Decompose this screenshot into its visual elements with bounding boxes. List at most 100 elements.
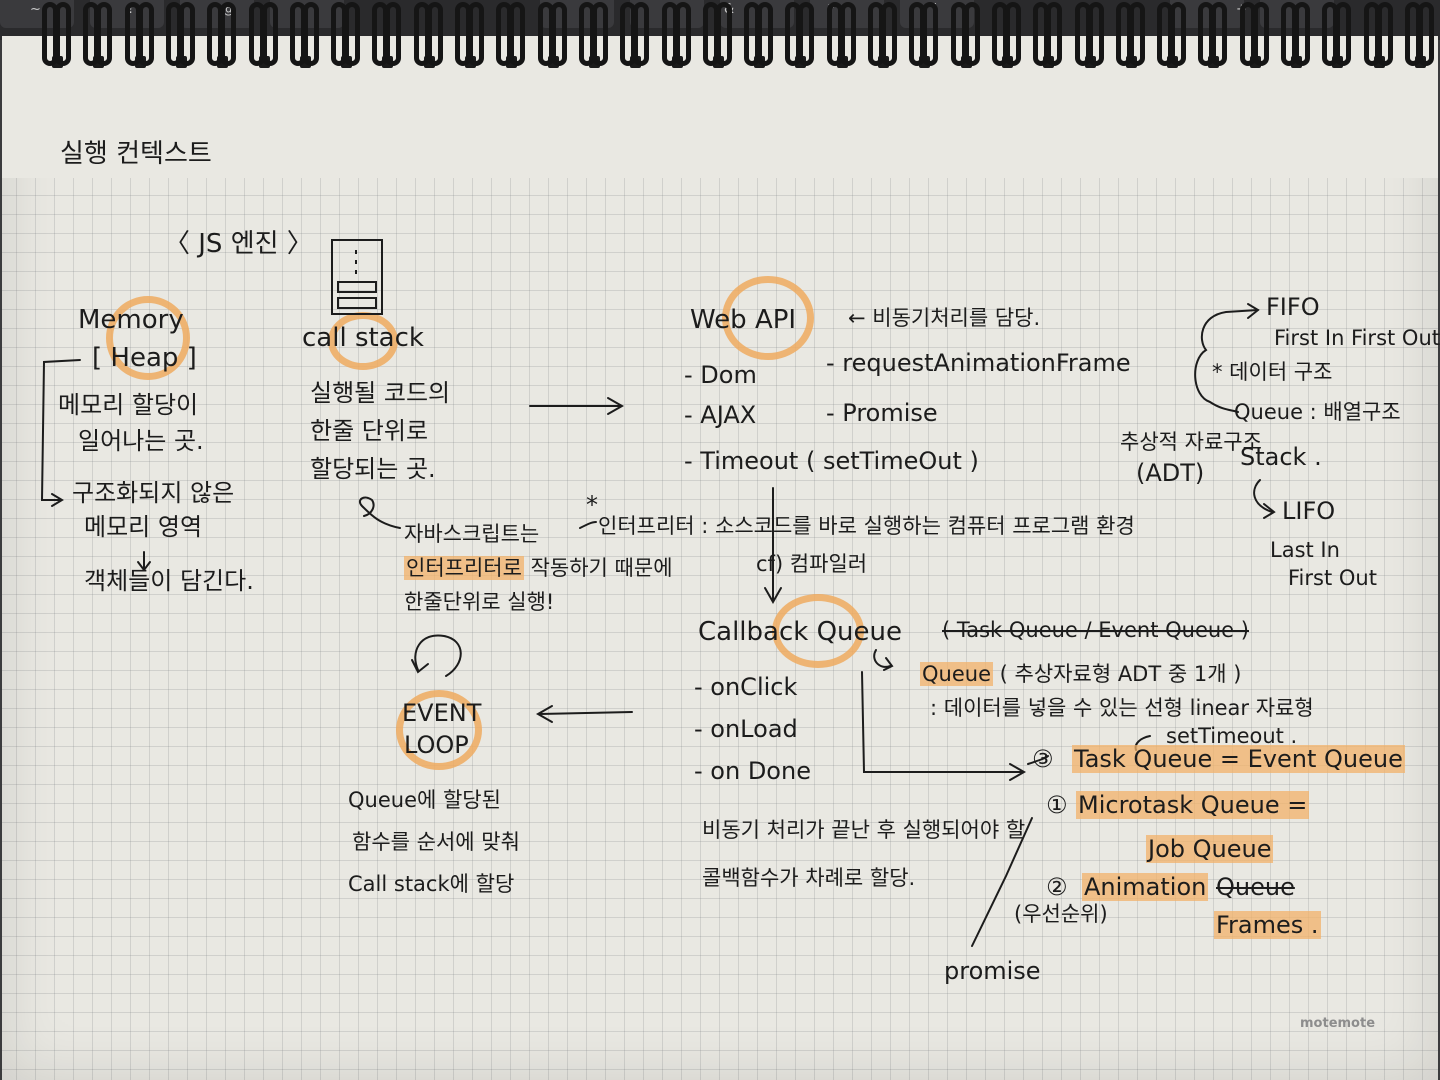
- animation-line: Animation Queue: [1082, 873, 1295, 902]
- event-loop-desc-line: Call stack에 할당: [348, 872, 515, 896]
- memory-title: Memory: [78, 305, 184, 335]
- task-queue-label: Task Queue = Event Queue: [1072, 745, 1405, 773]
- fifo-label: FIFO: [1266, 293, 1320, 321]
- arrow-stack-lifo: [1253, 479, 1276, 519]
- web-api-item: - Timeout ( setTimeOut ): [684, 447, 979, 475]
- spiral-ring: [1417, 2, 1434, 66]
- event-loop-desc-line: Queue에 할당된: [348, 788, 501, 812]
- notebook-page: [2, 36, 1438, 1080]
- memory-desc2-line: 구조화되지 않은: [72, 479, 235, 507]
- spiral-ring: [839, 2, 856, 66]
- priority-note: (우선순위): [1014, 902, 1108, 926]
- lifo-label: LIFO: [1282, 497, 1336, 525]
- arrow-queue-to-eventloop: [535, 705, 633, 723]
- interpreter-note-line: 한줄단위로 실행!: [404, 590, 555, 614]
- key-glyph: ~: [30, 2, 41, 17]
- spiral-ring: [509, 2, 526, 66]
- callback-bottom-note: 콜백함수가 차례로 할당.: [702, 866, 916, 890]
- fifo-full: First In First Out: [1274, 326, 1440, 350]
- memory-desc-line: 메모리 할당이: [58, 391, 199, 419]
- interpreter-highlight: 인터프리터로: [404, 556, 524, 580]
- spiral-ring: [137, 2, 154, 66]
- memory-desc3: 객체들이 담긴다.: [84, 567, 254, 595]
- interpreter-definition: 인터프리터 : 소스코드를 바로 실행하는 컴퓨터 프로그램 환경: [598, 514, 1135, 538]
- web-api-item: - AJAX: [684, 401, 757, 429]
- interpreter-note-line2: 인터프리터로 작동하기 때문에: [404, 556, 673, 580]
- spiral-ring: [550, 2, 567, 66]
- bracket-memory: [40, 359, 81, 507]
- spiral-ring: [1294, 2, 1310, 66]
- spiral-ring: [1004, 2, 1021, 66]
- job-queue-line: Job Queue: [1146, 835, 1274, 864]
- highlight-circle: [396, 690, 482, 770]
- spiral-ring: [178, 2, 195, 66]
- callback-bottom-note: 비동기 처리가 끝난 후 실행되어야 할: [702, 818, 1026, 842]
- spiral-ring: [1335, 2, 1352, 66]
- spiral-ring: [220, 2, 237, 66]
- spiral-ring: [1128, 2, 1145, 66]
- queue-note-highlight: Queue: [920, 662, 993, 686]
- interpreter-note-line: 자바스크립트는: [404, 522, 540, 546]
- event-loop-title: EVENT: [402, 699, 482, 727]
- highlight-circle: [106, 296, 190, 380]
- job-queue-label: Job Queue: [1146, 835, 1274, 863]
- spiral-ring: [261, 2, 278, 66]
- arrow-interpreter-note: [358, 496, 401, 529]
- queue-desc: : 데이터를 넣을 수 있는 선형 linear 자료형: [930, 696, 1314, 720]
- spiral-ring: [591, 2, 608, 66]
- web-api-item: - Promise: [826, 399, 938, 427]
- lifo-full-line: First Out: [1288, 566, 1377, 590]
- settimeout-note: setTimeout .: [1166, 724, 1298, 748]
- spiral-ring: [674, 2, 691, 66]
- spiral-ring: [1046, 2, 1063, 66]
- callback-item: - onLoad: [694, 715, 798, 743]
- call-stack-desc-line: 실행될 코드의: [310, 379, 451, 407]
- web-api-title: Web API: [690, 305, 797, 335]
- arrow-callstack-to-webapi: [529, 397, 625, 415]
- callback-item: - onClick: [694, 673, 798, 701]
- spiral-ring: [633, 2, 650, 66]
- spiral-ring: [1376, 2, 1393, 66]
- arrow-queue-to-taskqueue: [861, 671, 1027, 781]
- spiral-ring: [798, 2, 815, 66]
- queue-note-line: Queue ( 추상자료형 ADT 중 1개 ): [920, 662, 1241, 686]
- adt-abbrev: (ADT): [1136, 459, 1205, 487]
- spiral-ring: [96, 2, 113, 66]
- spiral-ring: [1170, 2, 1187, 66]
- spiral-ring: [468, 2, 484, 66]
- watermark: motemote: [1300, 1016, 1376, 1031]
- bracket-fifo: [1194, 309, 1259, 413]
- callback-item: - on Done: [694, 757, 811, 785]
- call-stack-desc-line: 한줄 단위로: [310, 417, 429, 445]
- stack-label: Stack .: [1240, 443, 1322, 471]
- arrow-memory-down: [137, 551, 151, 572]
- page-title: 실행 컨텍스트: [60, 139, 212, 169]
- data-structure-label: * 데이터 구조: [1212, 360, 1333, 384]
- task-queue-number: ③: [1032, 745, 1054, 773]
- microtask-line: Microtask Queue =: [1076, 791, 1310, 820]
- interpreter-note-rest: 작동하기 때문에: [523, 556, 673, 580]
- event-loop-title: LOOP: [404, 731, 469, 759]
- spiral-ring: [1252, 2, 1269, 66]
- promise-note: promise: [944, 957, 1041, 985]
- spiral-ring: [1211, 2, 1228, 66]
- event-loop-desc-line: 함수를 순서에 맞춰: [352, 830, 520, 854]
- task-queue-line: Task Queue = Event Queue: [1072, 745, 1405, 774]
- web-api-item: - Dom: [684, 361, 757, 389]
- engine-label: 〈 JS 엔진 〉: [164, 229, 313, 259]
- callback-queue-title: Callback Queue: [698, 617, 903, 647]
- interpreter-star: *: [586, 491, 598, 519]
- spiral-ring: [344, 2, 361, 66]
- web-api-note: ← 비동기처리를 담당.: [848, 306, 1041, 330]
- call-stack-title: call stack: [302, 323, 424, 353]
- queue-structure: Queue : 배열구조: [1234, 400, 1401, 424]
- highlight-circle: [328, 312, 398, 370]
- spiral-ring: [922, 2, 939, 66]
- line-promise: [971, 817, 1033, 947]
- memory-desc2-line: 메모리 영역: [84, 513, 203, 541]
- compiler-note: cf) 컴파일러: [756, 552, 868, 576]
- microtask-label: Microtask Queue =: [1076, 791, 1310, 819]
- frames-label: Frames .: [1214, 911, 1321, 939]
- web-api-item: - requestAnimationFrame: [826, 349, 1131, 377]
